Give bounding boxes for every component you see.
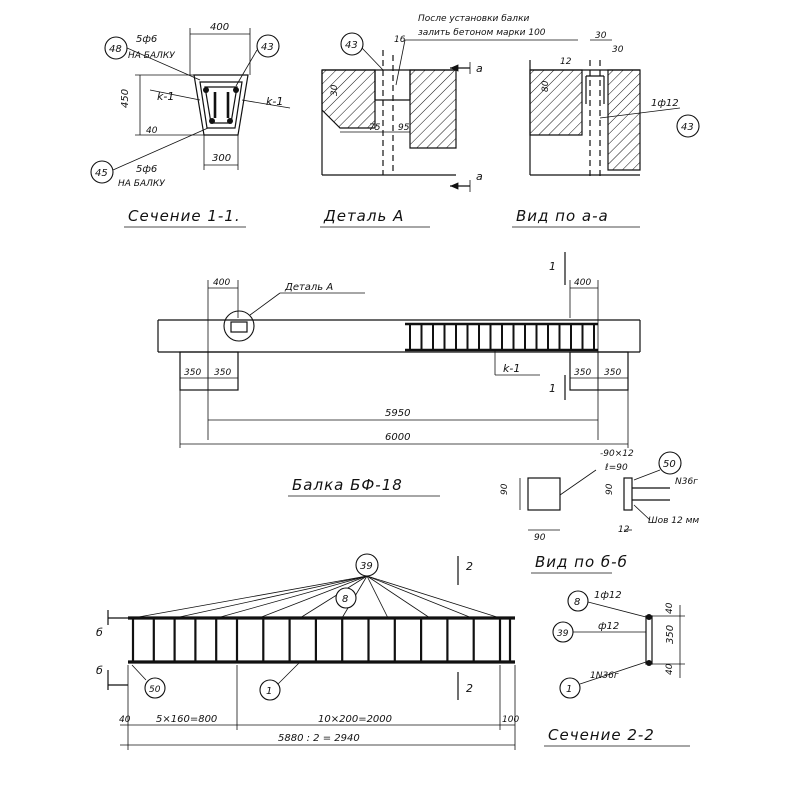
callout-39-leader bbox=[174, 575, 368, 619]
callout-39-leader bbox=[366, 575, 431, 619]
cut-2-bottom: 2 bbox=[466, 682, 473, 695]
profile-note: N36г bbox=[675, 477, 698, 487]
view-a-a: 30 12 80 30 1ф12 43 Вид по а-а bbox=[512, 31, 700, 228]
note-5f6-top: 5ф6 bbox=[136, 34, 157, 45]
dim-90-left: 90 bbox=[500, 483, 510, 495]
dim-350-b: 350 bbox=[214, 368, 231, 378]
beam-stirrups bbox=[409, 324, 595, 350]
note-1f12-s22: 1ф12 bbox=[594, 590, 622, 601]
callout-39-leader bbox=[366, 575, 473, 619]
callout-43-view-aa: 43 bbox=[681, 122, 694, 133]
callout-8-frame: 8 bbox=[342, 594, 348, 605]
dim-12-view-bb: 12 bbox=[618, 525, 630, 535]
dim-350-a: 350 bbox=[184, 368, 201, 378]
dim-100: 100 bbox=[502, 715, 519, 725]
view-b-b: 90 90 -90×12 ℓ=90 N36г 50 90 12 Шов 12 м… bbox=[500, 449, 699, 574]
callout-39-leader bbox=[258, 575, 368, 619]
callout-50-frame: 50 bbox=[149, 685, 161, 695]
plate-note-2: ℓ=90 bbox=[604, 463, 628, 473]
dim-350-d: 350 bbox=[604, 368, 621, 378]
mark-b-top: б bbox=[96, 626, 103, 639]
dim-12-view-aa: 12 bbox=[560, 57, 572, 67]
callout-43-s11: 43 bbox=[261, 42, 274, 53]
cut-mark-1-top: 1 bbox=[549, 260, 556, 273]
detail-a: После установки балки залить бетоном мар… bbox=[320, 14, 578, 228]
callout-1-s22: 1 bbox=[566, 684, 572, 695]
dim-40-bottom-s22: 40 bbox=[665, 663, 675, 675]
callout-48: 48 bbox=[109, 44, 122, 55]
dim-75: 75 bbox=[369, 123, 381, 133]
dim-40-top-s22: 40 bbox=[665, 602, 675, 614]
section-mark-a-top: а bbox=[476, 62, 483, 75]
dim-30b-view-aa: 30 bbox=[612, 45, 624, 55]
callout-39-leaders bbox=[132, 575, 501, 619]
note-na-balku-bottom: НА БАЛКУ bbox=[118, 179, 165, 189]
detail-a-note-1: После установки балки bbox=[418, 14, 529, 24]
beam-k1-label: k-1 bbox=[503, 362, 520, 375]
view-a-a-title: Вид по а-а bbox=[516, 207, 609, 225]
section-2-2: 8 1ф12 39 ф12 1 1N36г 40 350 40 Сечение … bbox=[544, 590, 690, 747]
dim-16: 16 bbox=[394, 35, 406, 45]
callout-8-s22: 8 bbox=[574, 597, 580, 608]
callout-45: 45 bbox=[95, 168, 108, 179]
view-b-b-title: Вид по б-б bbox=[535, 553, 628, 571]
dim-350-s22: 350 bbox=[665, 625, 676, 644]
dim-10x200: 10×200=2000 bbox=[318, 714, 392, 725]
dim-400-right: 400 bbox=[574, 278, 591, 288]
detail-a-note-2: залить бетоном марки 100 bbox=[418, 28, 546, 38]
beam-elevation: Деталь А 400 400 350 350 350 350 5950 60… bbox=[157, 252, 641, 497]
dim-90-right: 90 bbox=[605, 483, 615, 495]
callout-39-frame: 39 bbox=[360, 561, 373, 572]
callout-43-detail: 43 bbox=[345, 40, 358, 51]
section-1-1: 400 k-1 k-1 450 40 300 48 5ф6 НА БАЛКУ 4… bbox=[90, 22, 291, 228]
frame-stirrups bbox=[131, 618, 512, 662]
callout-39-leader bbox=[216, 575, 368, 619]
dim-40-frame: 40 bbox=[119, 715, 131, 725]
section-mark-a-bottom: а bbox=[476, 170, 483, 183]
callout-39-leader bbox=[132, 575, 368, 619]
dim-30-detail: 30 bbox=[330, 84, 340, 96]
dim-40: 40 bbox=[146, 126, 158, 136]
callout-1-frame: 1 bbox=[266, 686, 272, 697]
dim-90-bottom: 90 bbox=[534, 533, 546, 543]
dim-5x160: 5×160=800 bbox=[156, 714, 217, 725]
weld-note: Шов 12 мм bbox=[648, 516, 699, 526]
frame-elevation: 39 8 1 50 б б 2 2 40 5×160=800 10×200=20… bbox=[96, 553, 519, 750]
callout-39-leader bbox=[299, 575, 368, 619]
dim-400-top: 400 bbox=[210, 22, 229, 33]
section-1-1-title: Сечение 1-1. bbox=[128, 207, 241, 225]
dim-5950: 5950 bbox=[385, 408, 410, 419]
label-k1-right: k-1 bbox=[266, 95, 283, 108]
beam-title: Балка БФ-18 bbox=[292, 476, 403, 494]
dim-30-view-aa: 30 bbox=[595, 31, 607, 41]
dim-80: 80 bbox=[541, 80, 551, 92]
mark-b-bottom: б bbox=[96, 664, 103, 677]
detail-a-title: Деталь А bbox=[323, 207, 404, 225]
dim-350-c: 350 bbox=[574, 368, 591, 378]
section-1-1-outline bbox=[193, 74, 249, 136]
note-f12-s22: ф12 bbox=[598, 621, 619, 632]
beam-detail-a-label: Деталь А bbox=[284, 282, 333, 293]
callout-39-s22: 39 bbox=[557, 629, 569, 639]
dim-400-left: 400 bbox=[213, 278, 230, 288]
label-k1-left: k-1 bbox=[157, 90, 174, 103]
callout-39-leader bbox=[366, 575, 389, 619]
cut-mark-1-bottom: 1 bbox=[549, 382, 556, 395]
dim-95: 95 bbox=[398, 123, 410, 133]
note-na-balku-top: НА БАЛКУ bbox=[128, 51, 175, 61]
cut-2-top: 2 bbox=[466, 560, 473, 573]
callout-39-leader bbox=[366, 575, 501, 619]
dim-6000: 6000 bbox=[385, 432, 410, 443]
plate-note-1: -90×12 bbox=[600, 449, 634, 459]
callout-50-view-bb: 50 bbox=[663, 459, 676, 470]
section-2-2-title: Сечение 2-2 bbox=[548, 726, 655, 744]
rebar-note-1f12: 1ф12 bbox=[651, 98, 679, 109]
dim-300: 300 bbox=[212, 153, 231, 164]
dim-total: 5880 : 2 = 2940 bbox=[278, 733, 360, 744]
dim-450: 450 bbox=[120, 89, 131, 108]
note-5f6-bottom: 5ф6 bbox=[136, 164, 157, 175]
